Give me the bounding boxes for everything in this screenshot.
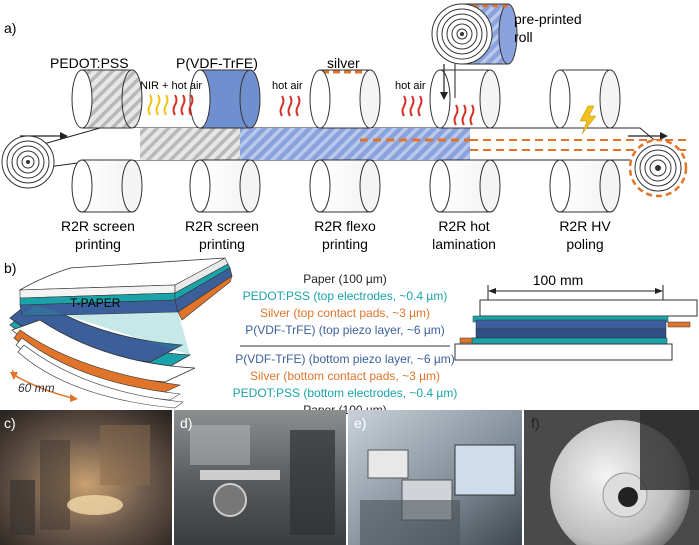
panel-label-c: c) — [4, 415, 16, 431]
station-1-label-line2: printing — [75, 236, 121, 252]
web-path — [20, 127, 690, 181]
layer-2: PEDOT:PSS (top electrodes, ~0.4 µm) — [243, 289, 448, 303]
station-5-rollers — [549, 69, 621, 213]
panel-label-e: e) — [354, 415, 366, 431]
photo-e — [348, 410, 522, 545]
photo-c — [0, 410, 172, 545]
label-nir-hot-air: NIR + hot air — [140, 80, 202, 92]
layer-1: Paper (100 µm) — [303, 272, 387, 286]
label-preprinted: pre-printed — [514, 11, 582, 27]
label-hot-air-2: hot air — [395, 80, 426, 92]
station-2-label-line1: R2R screen — [185, 218, 259, 234]
label-60mm: 60 mm — [18, 381, 55, 395]
layer-7: PEDOT:PSS (bottom electrodes, ~0.4 µm) — [233, 386, 458, 400]
label-pvdf: P(VDF-TrFE) — [176, 55, 258, 71]
station-4-rollers — [429, 69, 501, 213]
panel-label-f: f) — [531, 415, 540, 431]
station-3-rollers — [309, 69, 381, 213]
station-4-label-line2: lamination — [432, 236, 496, 252]
tpaper-illustration — [9, 257, 233, 409]
layer-3: Silver (top contact pads, ~3 µm) — [260, 306, 430, 320]
station-5-label-line1: R2R HV — [559, 218, 611, 234]
label-pedot: PEDOT:PSS — [50, 55, 129, 71]
station-3-label-line1: R2R flexo — [314, 218, 376, 234]
layer-4: P(VDF-TrFE) (top piezo layer, ~6 µm) — [245, 323, 445, 337]
nir-heat-icon — [147, 94, 194, 116]
label-100mm: 100 mm — [533, 272, 584, 288]
hv-lightning-icon — [579, 105, 597, 135]
rewind-roll — [628, 138, 688, 198]
station-3-label-line2: printing — [322, 236, 368, 252]
unwind-roll — [1, 135, 55, 189]
station-1-label-line1: R2R screen — [61, 218, 135, 234]
panel-label-b: b) — [4, 260, 16, 276]
station-2-label-line2: printing — [199, 236, 245, 252]
label-roll: roll — [514, 29, 533, 45]
photo-d — [174, 410, 346, 545]
label-silver: silver — [327, 55, 360, 71]
layer-5: P(VDF-TrFE) (bottom piezo layer, ~6 µm) — [235, 352, 455, 366]
photo-f — [524, 410, 699, 545]
cross-section — [454, 285, 698, 361]
label-hot-air-1: hot air — [272, 80, 303, 92]
station-1-rollers — [71, 69, 143, 213]
station-5-label-line2: poling — [566, 236, 603, 252]
panel-label-d: d) — [180, 415, 192, 431]
label-tpaper: T-PAPER — [70, 296, 121, 310]
hot-air-icon-2 — [401, 95, 423, 117]
layer-6: Silver (bottom contact pads, ~3 µm) — [250, 369, 440, 383]
panel-label-a: a) — [4, 20, 16, 36]
preprinted-roll — [431, 3, 518, 100]
hot-air-icon-1 — [279, 95, 301, 117]
station-4-label-line1: R2R hot — [438, 218, 489, 234]
station-2-rollers — [189, 69, 261, 213]
lamination-heat-icon — [453, 104, 475, 126]
